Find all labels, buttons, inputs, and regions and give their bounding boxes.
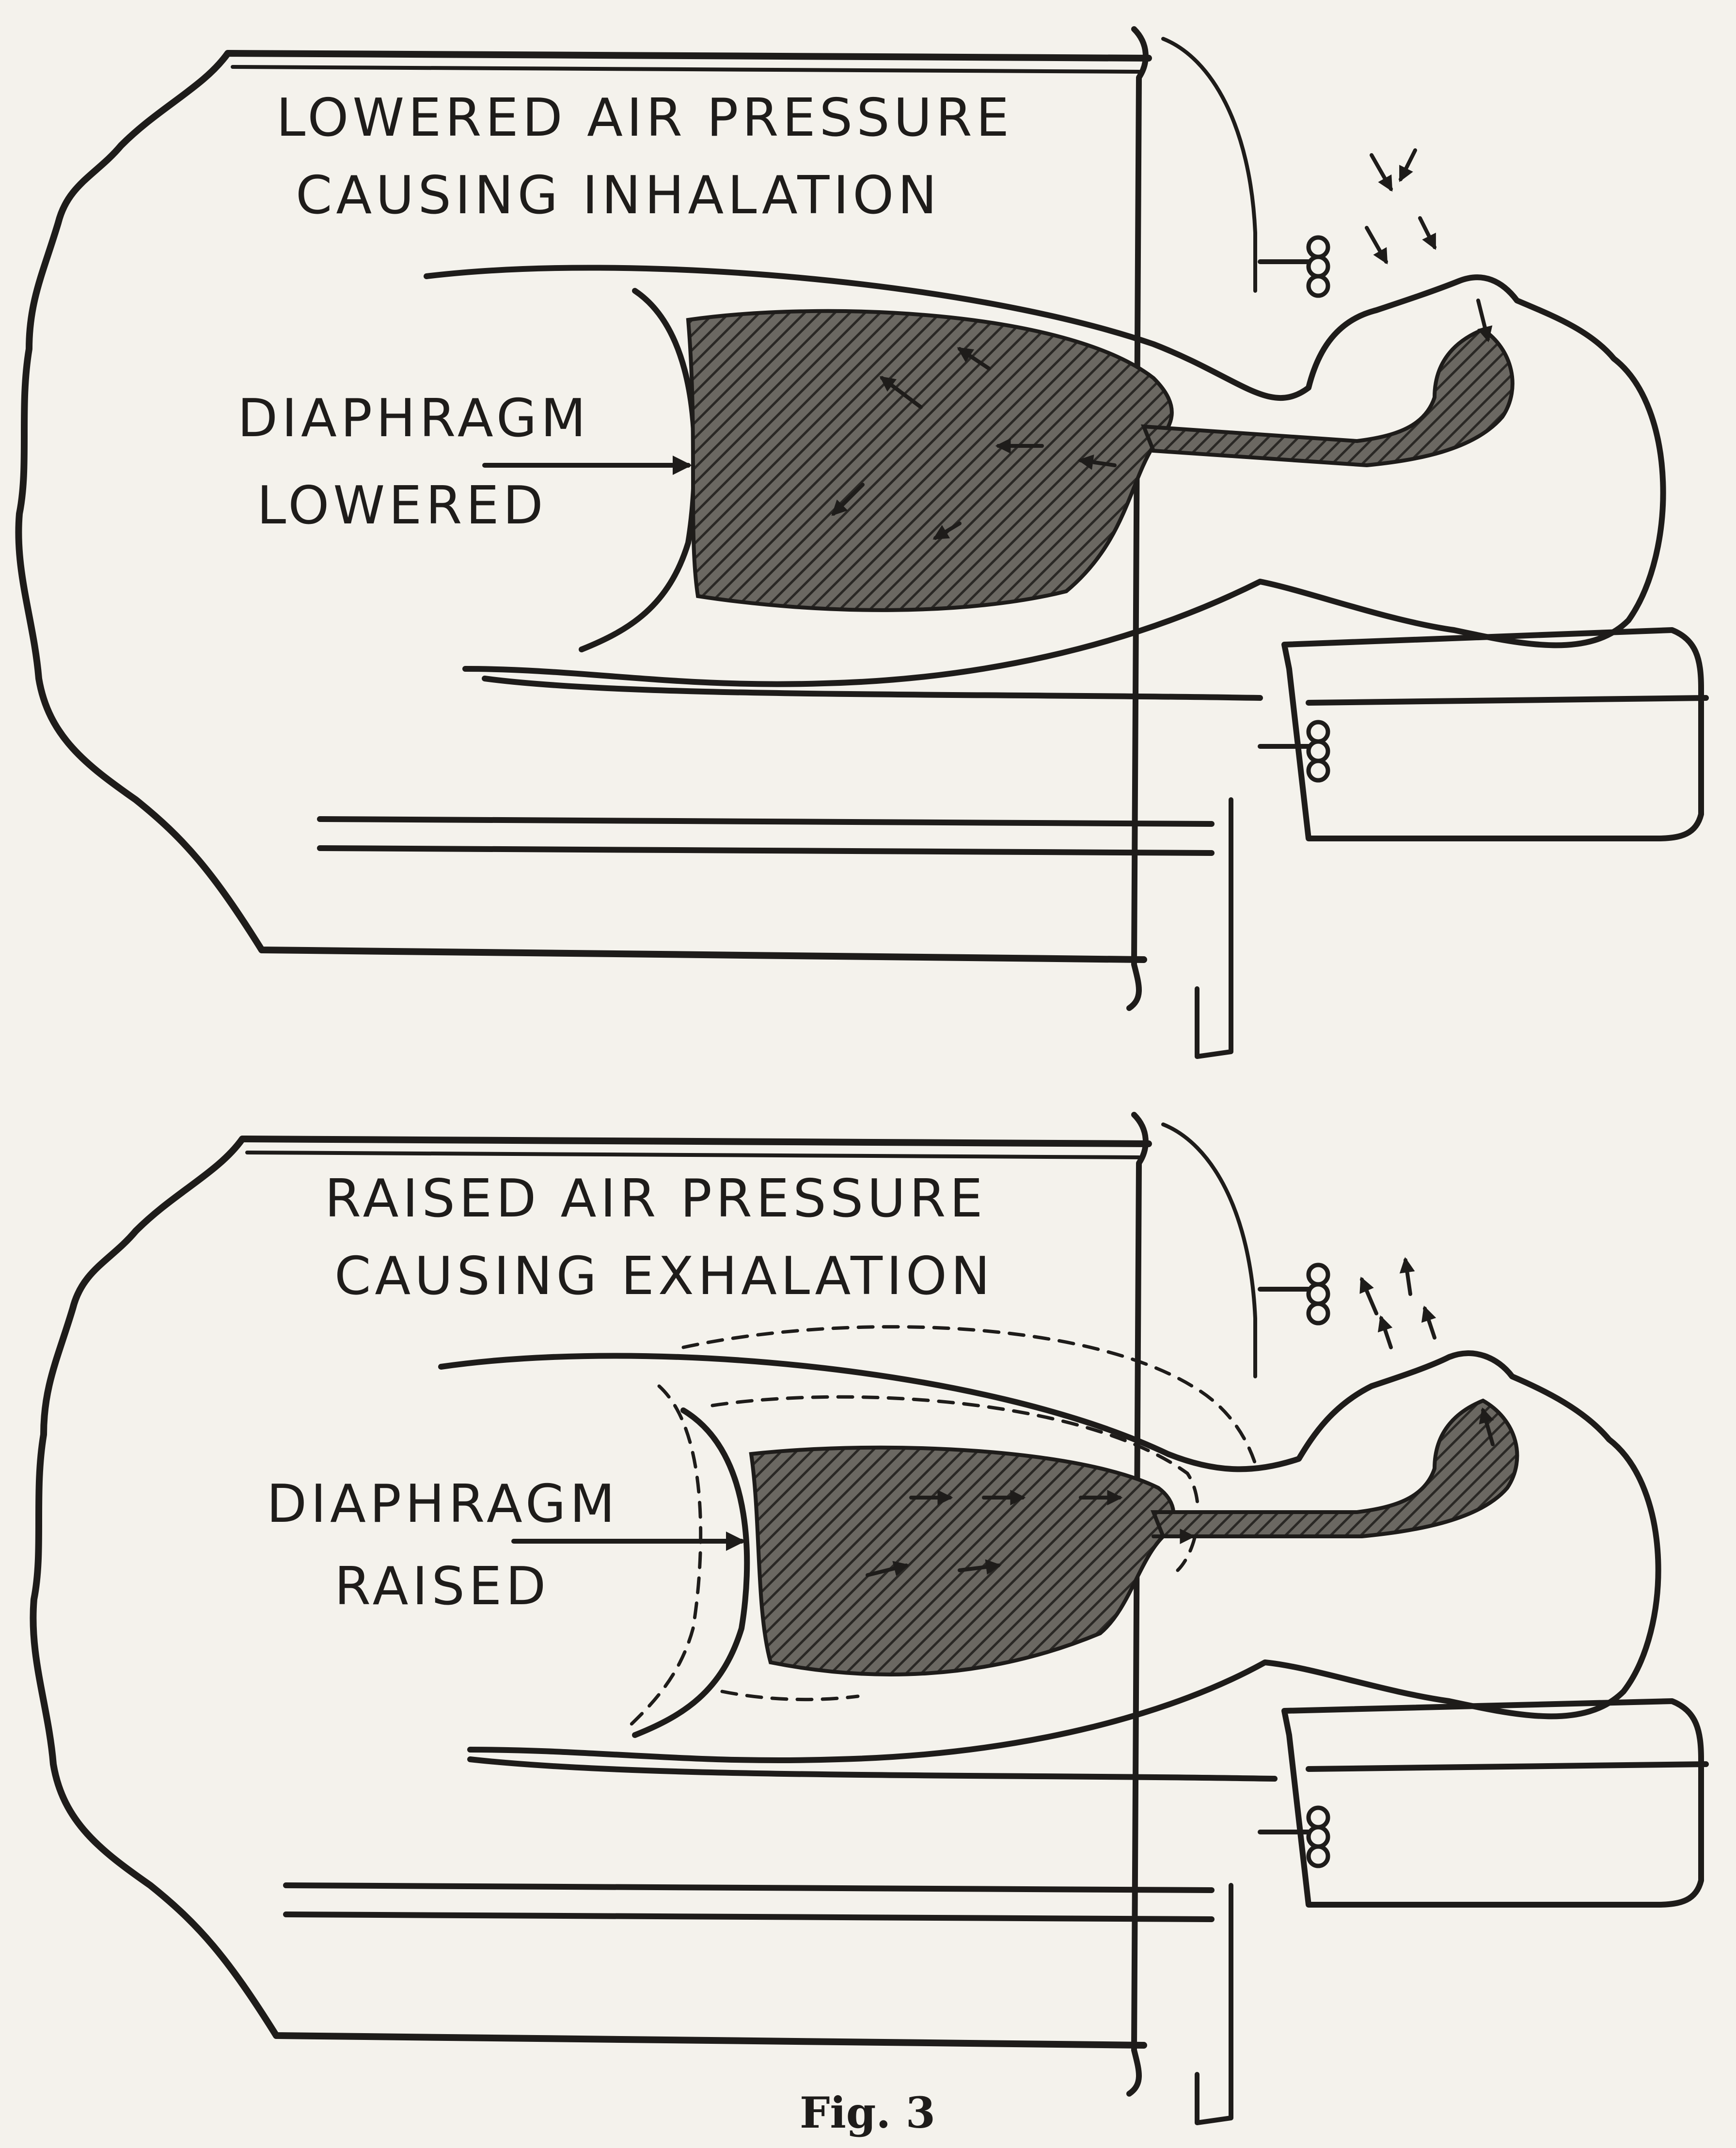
diaphragm-label-line2: RAISED [334,1556,550,1617]
collar-frame [1129,1115,1146,2094]
bed-rails [286,1759,1275,1919]
lungs [751,1448,1173,1674]
bed-rails [320,679,1260,853]
diaphragm [635,1410,747,1735]
panel-inhalation: LOWERED AIR PRESSURE CAUSING INHALATION … [18,29,1706,1057]
collar-frame [1129,29,1146,1008]
diaphragm-label-line1: DIAPHRAGM [267,1474,619,1534]
head-rest [1284,630,1706,838]
diaphragm [582,291,695,649]
panel-title-line1: LOWERED AIR PRESSURE [276,88,1013,148]
panel-title-line2: CAUSING INHALATION [296,165,941,226]
panel-title-line2: CAUSING EXHALATION [334,1246,994,1307]
head-rest [1284,1701,1706,1905]
figure-caption: Fig. 3 [800,2087,935,2138]
airway [1144,330,1513,465]
panel-exhalation: RAISED AIR PRESSURE CAUSING EXHALATION D… [33,1115,1706,2123]
lungs [688,311,1172,610]
diaphragm-label-line2: LOWERED [257,475,547,536]
diaphragm-label-line1: DIAPHRAGM [237,388,590,449]
panel-title-line1: RAISED AIR PRESSURE [325,1169,987,1229]
